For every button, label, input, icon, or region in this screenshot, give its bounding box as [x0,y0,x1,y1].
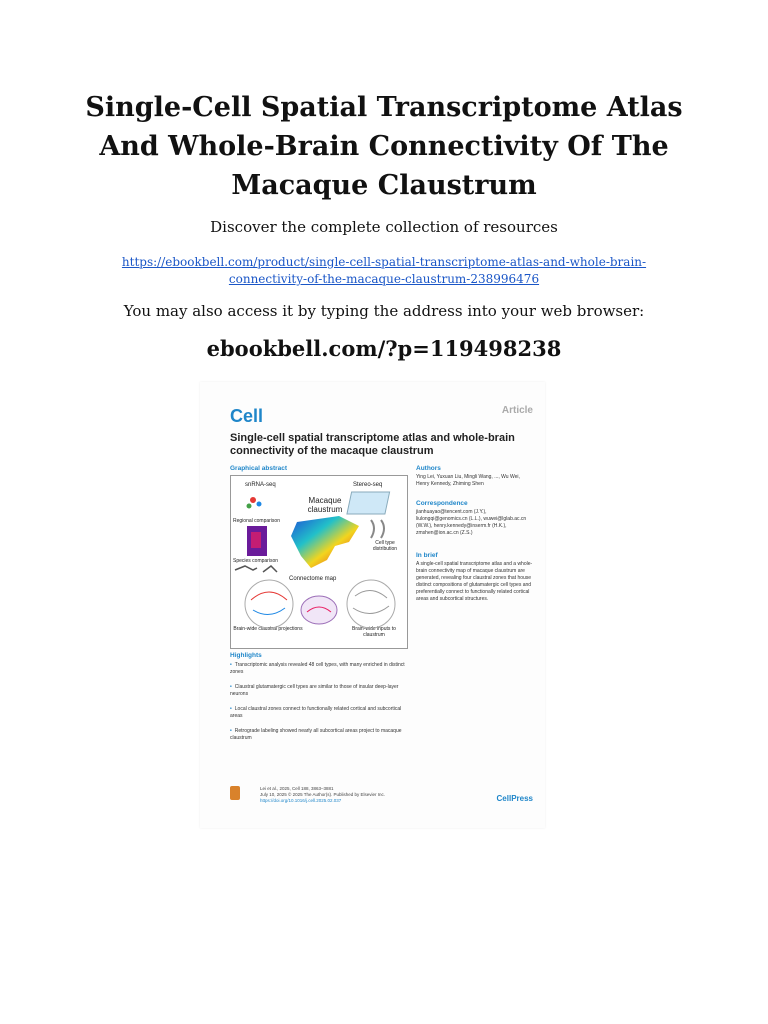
ga-inputs: Brain-wide inputs to claustrum [352,626,396,638]
ga-projections: Brain-wide claustral projections [233,626,303,632]
highlight-item: •Retrograde labeling showed nearly all s… [230,728,402,741]
inbrief: A single-cell spatial transcriptome atla… [416,561,533,602]
subtitle: Discover the complete collection of reso… [210,218,558,236]
ga-species: Species comparison [233,558,279,564]
ga-stereo: Stereo-seq [353,482,383,488]
highlight-item: •Local claustral zones connect to functi… [230,706,402,719]
correspondence: jianhuayao@tencent.com (J.Y.), liulongqi… [416,509,527,536]
ga-illustration [234,491,396,629]
citation: Lei et al., 2025, Cell 188, 3863–3881 [260,786,334,791]
page-title: Single-Cell Spatial Transcriptome Atlas … [85,92,683,201]
ga-regional: Regional comparison [233,518,280,524]
cover-title: Single-cell spatial transcriptome atlas … [230,432,515,457]
highlights-label: Highlights [230,652,262,659]
citation-block: Lei et al., 2025, Cell 188, 3863–3881 Ju… [260,786,385,804]
article-type: Article [501,405,533,416]
highlight-item: •Claustral glutamatergic cell types are … [230,684,399,697]
authors-label: Authors [416,465,441,472]
book-cover: Cell Article Single-cell spatial transcr… [200,382,545,828]
ga-snrna: snRNA-seq [245,482,276,488]
authors: Ying Lei, Yuxuan Liu, Mingli Wang, ..., … [416,474,520,487]
ga-connectome: Connectome map [289,576,337,582]
cell-logo: Cell [230,406,264,426]
correspondence-label: Correspondence [416,500,468,507]
graphical-abstract: snRNA-seq Stereo-seq Macaque claustrum R… [230,475,408,649]
graphical-abstract-label: Graphical abstract [230,465,288,472]
ga-macaque: Macaque claustrum [307,496,343,514]
doi: https://doi.org/10.1016/j.cell.2025.02.0… [260,798,342,803]
ga-celltype: Cell type distribution [372,540,398,552]
short-url: ebookbell.com/?p=119498238 [206,336,562,361]
highlight-item: •Transcriptomic analysis revealed 48 cel… [230,662,405,675]
product-link[interactable]: https://ebookbell.com/product/single-cel… [121,255,647,286]
date-line: July 10, 2025 © 2025 The Author(s). Publ… [260,792,386,797]
inbrief-label: In brief [416,552,438,559]
elsevier-logo [230,786,240,800]
cellpress-logo: CellPress [496,794,533,803]
access-instructions: You may also access it by typing the add… [123,302,645,320]
